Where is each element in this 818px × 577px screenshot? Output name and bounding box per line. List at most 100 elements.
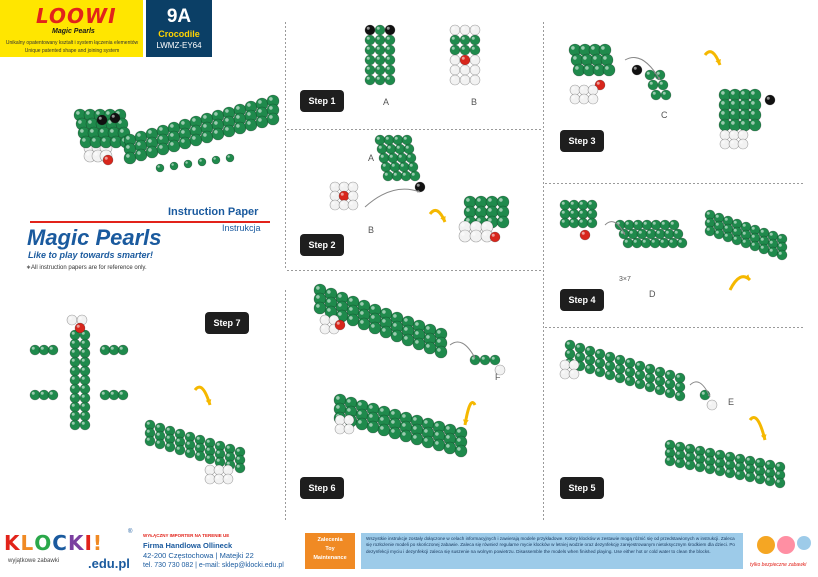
pearl-highlight [393, 172, 397, 176]
pearl-highlight [404, 327, 408, 331]
pearl-highlight [586, 356, 590, 360]
pearl-highlight [258, 118, 262, 122]
pearl-highlight [321, 316, 325, 320]
pearl [586, 199, 598, 211]
pearl-highlight [580, 86, 584, 90]
body-pearl [764, 475, 776, 487]
pearl-highlight [338, 303, 342, 307]
pearl [403, 143, 415, 155]
pearl-highlight [345, 425, 349, 429]
pearl-highlight [706, 227, 710, 231]
klocki-letter: O [34, 531, 53, 555]
maintenance-label-en: Maintenance [313, 555, 347, 561]
pearl [392, 134, 404, 146]
pearl-highlight [483, 223, 487, 227]
body-pearl [758, 243, 770, 255]
pearl-highlight [137, 142, 141, 146]
pearl [383, 134, 395, 146]
pearl-highlight [71, 331, 75, 335]
pearl [479, 354, 491, 366]
pearl-highlight [595, 66, 599, 70]
pearl-highlight [49, 346, 53, 350]
pearl-highlight [126, 136, 130, 140]
pearl-highlight [269, 106, 273, 110]
pearl-highlight [636, 371, 640, 375]
pearl-highlight [696, 455, 700, 459]
pearl-highlight [111, 114, 115, 118]
care-notice-en: Disassemble the models when finished pla… [516, 548, 711, 554]
pearl-highlight [371, 315, 375, 319]
pearl-highlight [576, 344, 580, 348]
body-pearl [644, 372, 656, 384]
connector-arrow [624, 57, 661, 81]
body-pearl [634, 360, 646, 372]
body-pearl [604, 369, 616, 381]
pearl-highlight [226, 461, 230, 465]
pearl-highlight [446, 435, 450, 439]
pearl-highlight [327, 299, 331, 303]
pearl-highlight [71, 421, 75, 425]
pearl-highlight [751, 101, 755, 105]
pearl [667, 237, 679, 249]
pearl-highlight [376, 136, 380, 140]
pearl-highlight [778, 251, 782, 255]
pearl [449, 74, 461, 86]
body-pearl [79, 338, 91, 350]
pearl-highlight [741, 121, 745, 125]
pearl-highlight [369, 423, 373, 427]
pearl-highlight [181, 130, 185, 134]
pearl [469, 229, 483, 243]
pearl-highlight [394, 136, 398, 140]
connector-arrow [449, 341, 476, 359]
child-face-2-icon [777, 536, 795, 554]
pearl-highlight [471, 66, 475, 70]
pearl-highlight [196, 452, 200, 456]
pearl-highlight [369, 405, 373, 409]
pearl [343, 423, 355, 435]
pearl [469, 64, 481, 76]
pearl-highlight [349, 298, 353, 302]
pearl-highlight [71, 376, 75, 380]
pearl-highlight [71, 412, 75, 416]
pearl [405, 152, 417, 164]
pearl-highlight [686, 453, 690, 457]
pearl-highlight [102, 138, 106, 142]
body-pearl [410, 432, 424, 446]
pearl-highlight [733, 228, 737, 232]
body-pearl [79, 392, 91, 404]
body-pearl [654, 375, 666, 387]
pearl [374, 24, 386, 36]
body-pearl [69, 410, 81, 422]
pearl-highlight [626, 368, 630, 372]
pearl [29, 389, 41, 401]
pearl-highlight [424, 429, 428, 433]
pearl-highlight [561, 219, 565, 223]
pearl-highlight [386, 36, 390, 40]
body-pearl [423, 341, 437, 355]
pearl [650, 219, 662, 231]
body-pearl [79, 401, 91, 413]
body-pearl [594, 357, 606, 369]
pearl-highlight [472, 232, 476, 236]
step-1-badge: Step 1 [300, 90, 344, 112]
pearl-highlight [625, 221, 629, 225]
pearl-highlight [126, 145, 130, 149]
pearl-highlight [676, 443, 680, 447]
eye-pearl [631, 64, 643, 76]
body-pearl [379, 325, 393, 339]
pearl [623, 219, 635, 231]
pearl [719, 129, 731, 141]
pearl-highlight [340, 201, 344, 205]
pearl-highlight [636, 362, 640, 366]
pearl-highlight [366, 66, 370, 70]
pearl-highlight [416, 183, 420, 187]
maintenance-label-toy: Toy [325, 546, 335, 552]
row-divider-4 [545, 327, 805, 328]
pearl-highlight [457, 447, 461, 451]
pearl-highlight [696, 447, 700, 451]
registered-mark: ® [128, 529, 133, 535]
pearl-highlight [596, 359, 600, 363]
distributor-label: WYŁĄCZNY IMPORTER NA TERENIE UE [143, 533, 230, 538]
pearl-highlight [269, 97, 273, 101]
pearl-highlight [724, 233, 728, 237]
